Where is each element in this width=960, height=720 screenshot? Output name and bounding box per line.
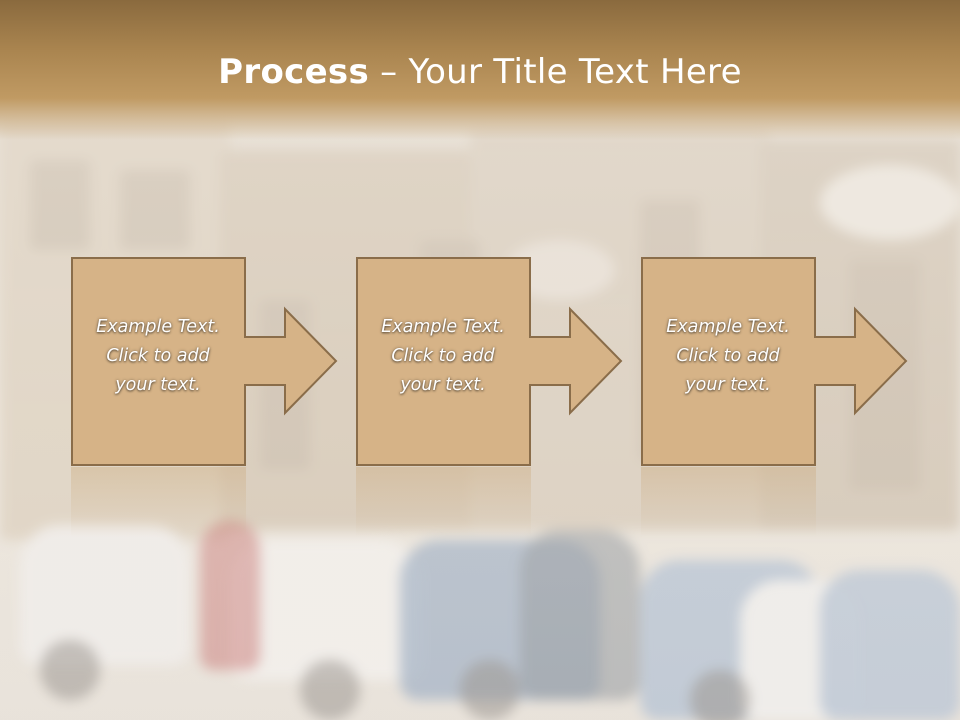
- right-arrow-icon: [529, 306, 623, 416]
- step-text[interactable]: Example Text. Click to add your text.: [358, 313, 528, 400]
- title-separator: –: [369, 52, 409, 92]
- step-text-line: Click to add: [676, 346, 780, 366]
- step-text-line: your text.: [115, 375, 201, 395]
- step-text-line: Example Text.: [96, 317, 220, 337]
- step-reflection: [641, 467, 816, 537]
- step-text-line: your text.: [400, 375, 486, 395]
- right-arrow-icon: [244, 306, 338, 416]
- step-shape: [356, 257, 623, 466]
- step-shape: [641, 257, 908, 466]
- process-step-1[interactable]: Example Text. Click to add your text.: [71, 257, 341, 537]
- slide-title[interactable]: Process – Your Title Text Here: [0, 52, 960, 92]
- step-text-line: Click to add: [106, 346, 210, 366]
- process-step-3[interactable]: Example Text. Click to add your text.: [641, 257, 911, 537]
- step-text-line: Click to add: [391, 346, 495, 366]
- right-arrow-icon: [814, 306, 908, 416]
- title-bar: [0, 0, 960, 140]
- step-text-line: Example Text.: [666, 317, 790, 337]
- title-bold-part: Process: [218, 52, 370, 92]
- step-reflection: [356, 467, 531, 537]
- step-reflection: [71, 467, 246, 537]
- step-shape: [71, 257, 338, 466]
- step-text-line: your text.: [685, 375, 771, 395]
- step-text[interactable]: Example Text. Click to add your text.: [73, 313, 243, 400]
- step-text[interactable]: Example Text. Click to add your text.: [643, 313, 813, 400]
- process-step-2[interactable]: Example Text. Click to add your text.: [356, 257, 626, 537]
- step-text-line: Example Text.: [381, 317, 505, 337]
- title-rest: Your Title Text Here: [408, 52, 742, 92]
